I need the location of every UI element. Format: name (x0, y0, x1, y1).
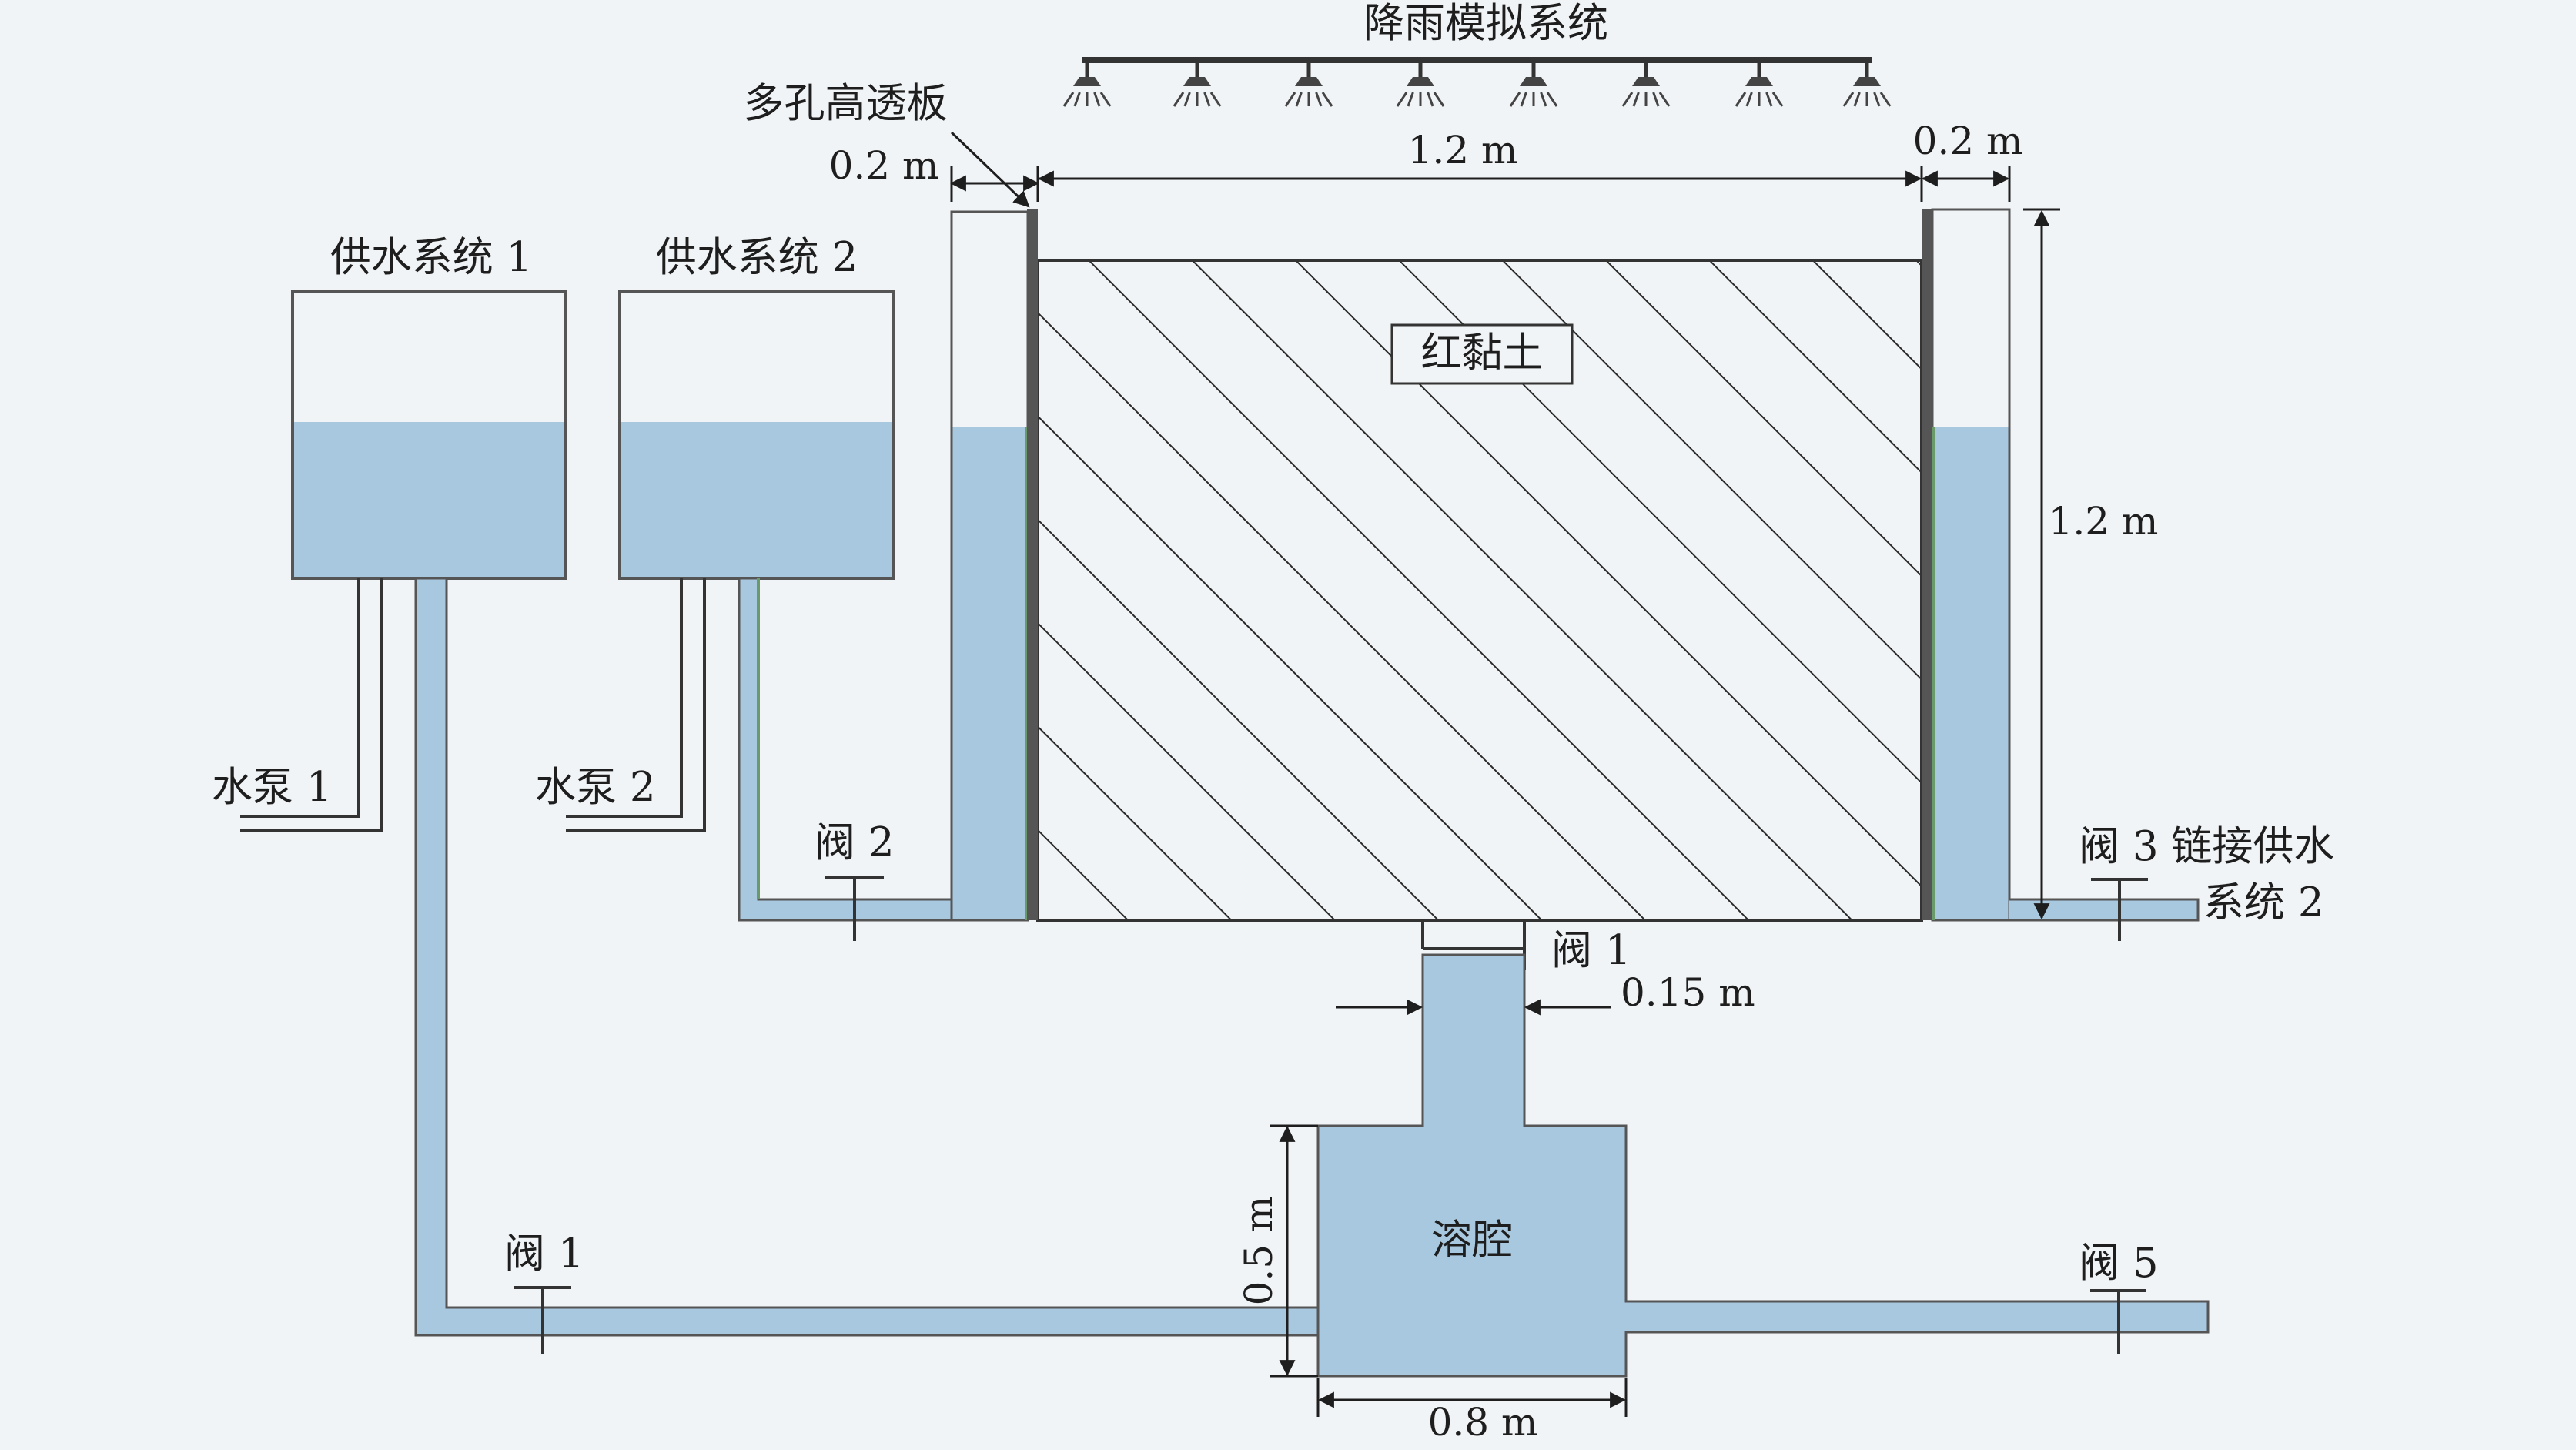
valve-icon (514, 1286, 571, 1354)
sprinkler-icon (1735, 60, 1784, 107)
rain-simulation-system: 降雨模拟系统 (1062, 0, 1892, 107)
pump-1: 水泵 1 (212, 578, 383, 832)
supply-2-water (620, 422, 894, 578)
porous-plate-pointer (950, 131, 1030, 208)
supply-tank-1: 供水系统 1 (291, 234, 567, 580)
tank-height-label: 1.2 m (2049, 499, 2159, 544)
cavity-height-label: 0.5 m (1236, 1196, 1281, 1306)
cavity-width-label: 0.8 m (1428, 1400, 1538, 1445)
supply-pipe-2 (738, 577, 953, 922)
valve-icon (825, 876, 884, 941)
supply-tank-2: 供水系统 2 (618, 234, 895, 580)
valve-1-top[interactable]: 阀 1 (1421, 920, 1631, 974)
left-water-column (950, 210, 1029, 922)
valve-3[interactable]: 阀 3 链接供水 系统 2 (2079, 823, 2334, 941)
valve-5[interactable]: 阀 5 (2079, 1240, 2159, 1354)
pump-1-label: 水泵 1 (212, 764, 333, 811)
valve-1-bottom[interactable]: 阀 1 (504, 1231, 584, 1354)
valve-1-top-label: 阀 1 (1551, 927, 1631, 974)
valve-3-label-cont: 系统 2 (2203, 879, 2324, 926)
dimension-lines: 多孔高透板 0.2 m 1.2 m 0.2 m 1.2 m 0.15 m 0.5… (744, 80, 2159, 1445)
supply-2-label: 供水系统 2 (656, 234, 858, 281)
pipe-width-label: 0.15 m (1621, 970, 1755, 1015)
pump-2-label: 水泵 2 (535, 764, 656, 811)
valve-2[interactable]: 阀 2 (815, 819, 895, 941)
right-outlet-pipe (2009, 898, 2200, 922)
tank-width-label: 1.2 m (1408, 128, 1518, 172)
sprinkler-icon (1062, 60, 1112, 107)
sprinkler-icon (1284, 60, 1333, 107)
porous-plate-left (1027, 209, 1038, 920)
right-water-column (1931, 208, 2200, 922)
pump-1-line-inner (240, 578, 383, 832)
pump-2-line-inner (566, 578, 706, 832)
porous-plate-label: 多孔高透板 (744, 80, 948, 127)
supply-1-water (293, 422, 565, 578)
cavity-body (1316, 953, 2210, 1378)
valve-icon (2090, 1289, 2146, 1354)
pump-2-line (566, 578, 683, 818)
valve-icon (2091, 878, 2148, 941)
pump-1-line (240, 578, 360, 818)
valve-3-label: 阀 3 链接供水 (2079, 823, 2334, 870)
supply-pipe-2-body (738, 577, 953, 922)
wall-left-width-label: 0.2 m (829, 143, 939, 188)
valve-2-label: 阀 2 (815, 819, 895, 866)
soil-label: 红黏土 (1421, 330, 1544, 377)
left-column-water (952, 427, 1028, 920)
sprinkler-icon (1396, 60, 1445, 107)
rain-system-label: 降雨模拟系统 (1363, 0, 1608, 47)
cavity-assembly: 溶腔 (1316, 953, 2210, 1378)
valve-5-label: 阀 5 (2079, 1240, 2159, 1287)
sprinkler-icon (1621, 60, 1671, 107)
sprinkler-row (1062, 60, 1892, 107)
sprinkler-icon (1509, 60, 1558, 107)
soil-label-box (1390, 323, 1574, 385)
sprinkler-icon (1173, 60, 1222, 107)
right-column-water (1932, 427, 2009, 920)
valve-1-bottom-label: 阀 1 (504, 1231, 584, 1278)
soil-tank: 红黏土 (1027, 209, 1932, 922)
cavity-label: 溶腔 (1431, 1217, 1513, 1264)
pump-2: 水泵 2 (535, 578, 706, 832)
supply-1-label: 供水系统 1 (330, 234, 533, 281)
porous-plate-right (1922, 209, 1932, 920)
wall-right-width-label: 0.2 m (1913, 119, 2023, 163)
sprinkler-icon (1842, 60, 1892, 107)
